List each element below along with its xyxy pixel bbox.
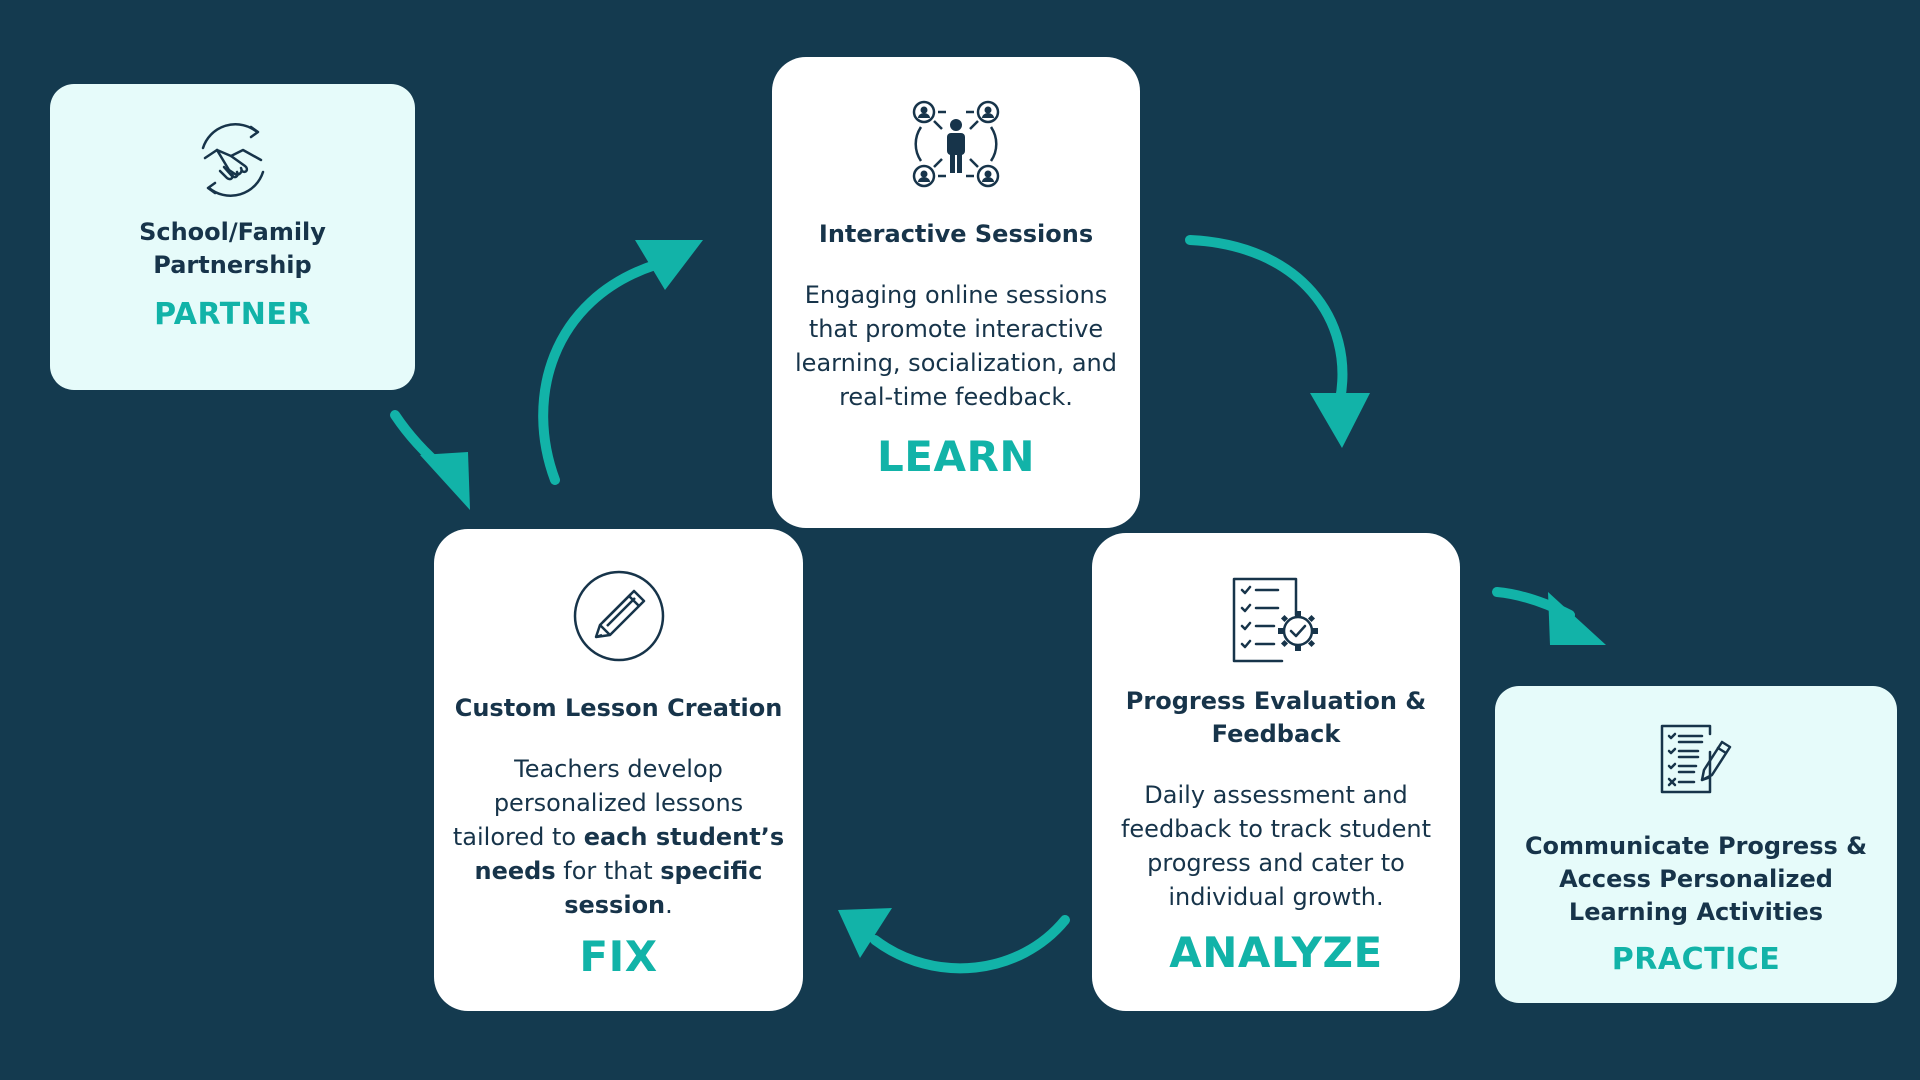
fix-desc-line3-text: tailored to [452,823,584,851]
analyze-title-line1: Progress Evaluation & [1125,687,1427,715]
analyze-desc-line2: feedback to track student [1120,815,1432,843]
arrowhead-fix-to-learn [635,240,703,290]
network-people-icon [912,100,1000,188]
partner-title-line2: Partnership [153,251,312,279]
fix-title: Custom Lesson Creation [454,694,783,722]
checklist-gear-icon [1232,577,1318,663]
learn-desc-line4: real-time feedback. [839,383,1073,411]
fix-card: Custom Lesson Creation Teachers develop … [434,529,803,1011]
fix-desc-line2: personalized lessons [493,789,744,817]
arrow-analyze-to-fix [870,915,1070,974]
fix-desc-emphasis-session: session [564,891,666,919]
handshake-icon [201,123,264,197]
analyze-card: Progress Evaluation & Feedback Daily ass… [1092,533,1460,1011]
practice-card: Communicate Progress & Access Personaliz… [1495,686,1897,1003]
arrowhead-learn-to-analyze [1310,393,1370,448]
fix-desc-emphasis-specific: specific [660,857,763,885]
analyze-desc-line4: individual growth. [1168,883,1384,911]
arrow-fix-to-learn [538,260,660,485]
fix-desc-line3: tailored to each student’s [453,820,784,854]
learn-card: Interactive Sessions Engaging online ses… [772,57,1140,528]
arrow-learn-to-analyze [1185,235,1348,405]
clipboard-pencil-icon [1660,724,1732,794]
pencil-circle-icon [573,570,664,662]
fix-desc-period: . [665,891,673,919]
learn-title: Interactive Sessions [818,220,1094,248]
learn-desc-line1: Engaging online sessions [804,281,1108,309]
analyze-desc-line1: Daily assessment and [1144,781,1408,809]
arrowheads [420,240,1606,958]
analyze-desc-line3: progress and cater to [1147,849,1405,877]
fix-desc-line1: Teachers develop [514,755,723,783]
fix-desc-emphasis-student: each student’s [583,823,785,851]
fix-desc-line5: session. [564,888,673,922]
practice-keyword: PRACTICE [1611,942,1781,977]
learn-desc-line2: that promote interactive [808,315,1104,343]
arrowhead-analyze-to-practice [1548,592,1606,645]
practice-title-line2: Access Personalized [1559,865,1833,893]
partner-keyword: PARTNER [154,297,311,332]
analyze-keyword: ANALYZE [1169,928,1383,977]
learn-desc-line3: learning, socialization, and [795,349,1117,377]
partner-card: School/Family Partnership PARTNER [50,84,415,390]
partner-title-line1: School/Family [139,218,326,246]
analyze-title-line2: Feedback [1211,720,1341,748]
fix-desc-line4: needs for that specific [475,854,763,888]
arrowhead-partner-to-fix [420,452,470,510]
practice-title-line1: Communicate Progress & [1524,832,1868,860]
fix-desc-emphasis-needs: needs [474,857,556,885]
arrowhead-analyze-to-fix [838,908,892,958]
practice-title-line3: Learning Activities [1568,898,1824,926]
fix-desc-line4-text: for that [555,857,661,885]
fix-keyword: FIX [579,932,658,981]
learn-keyword: LEARN [877,432,1035,481]
